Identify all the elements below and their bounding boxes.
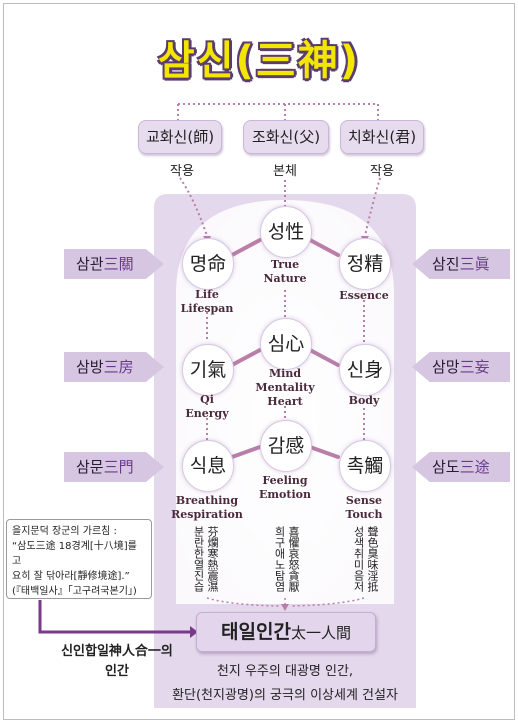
- vertical-text-left-han: 芬爛寒熱震濕: [206, 526, 219, 592]
- vertical-text-right-ko: 성색취미음저: [352, 526, 365, 592]
- union-arrowhead: [190, 626, 198, 638]
- side-tag-sambang: 삼방三房: [64, 352, 164, 382]
- node-gam: 감感: [260, 420, 312, 472]
- top-dotted-connector: [177, 103, 379, 120]
- quote-line-2: “삼도三途 18경계[十八境]를 고: [12, 541, 137, 567]
- inner-arch: [176, 200, 394, 604]
- quote-line-4: (『태백일사』「고구려국본기」): [12, 586, 137, 597]
- vertical-text-right-han: 聲色臭味淫抵: [366, 526, 379, 592]
- side-tag-sammang: 삼망三妄: [412, 352, 510, 382]
- role-label-right: 작용: [370, 164, 394, 179]
- union-arrow: [38, 600, 190, 634]
- union-label: 신인합일神人合一의 인간: [61, 644, 173, 679]
- vertical-text-left-ko: 분란한열진습: [192, 526, 205, 592]
- node-sin-eng: Body: [348, 394, 380, 407]
- side-tag-sammun: 삼문三門: [64, 452, 164, 482]
- vertical-dotted-lines: [206, 290, 365, 440]
- node-connections: [230, 238, 340, 459]
- side-tag-samdo: 삼도三途: [412, 452, 510, 482]
- taeil-box: 태일인간太一人間: [196, 612, 376, 652]
- node-sin: 신身: [339, 344, 391, 396]
- bottom-line-1: 천지 우주의 대광명 인간,: [216, 664, 354, 679]
- bottom-line-2: 환단(천지광명)의 궁극의 이상세계 건설자: [172, 688, 398, 703]
- node-sik: 식息: [182, 440, 234, 492]
- quote-box: 을지문덕 장군의 가르침 : “삼도三途 18경계[十八境]를 고 요히 잘 닦…: [6, 519, 152, 599]
- quote-line-3: 요히 잘 닦아라[靜修境途].”: [12, 571, 130, 582]
- page-title: 삼신(三神): [157, 38, 361, 84]
- god-box-chihwasin: 치화신(君): [340, 120, 424, 154]
- node-seong: 성性: [260, 206, 312, 258]
- god-box-johwasin: 조화신(父): [243, 120, 329, 154]
- role-label-left: 작용: [170, 164, 194, 179]
- node-chok: 촉觸: [339, 440, 391, 492]
- node-jeong: 정精: [339, 238, 391, 290]
- vertical-text-center-han: 喜懼哀怒貪厭: [287, 526, 300, 592]
- node-sim: 심心: [260, 318, 312, 370]
- god-box-gyohwasin: 교화신(師): [138, 120, 222, 154]
- side-tag-samjin: 삼진三眞: [412, 249, 510, 279]
- node-gi: 기氣: [182, 344, 234, 396]
- vertical-text-center-ko: 희구애노탐염: [273, 526, 286, 592]
- side-tag-samgwan: 삼관三關: [64, 249, 164, 279]
- node-jeong-eng: Essence: [339, 289, 389, 302]
- role-label-center: 본체: [273, 164, 297, 179]
- node-myeong: 명命: [182, 238, 234, 290]
- quote-line-1: 을지문덕 장군의 가르침 :: [12, 526, 117, 537]
- god-node-arrows: [179, 177, 381, 237]
- taeil-arrowhead: [281, 604, 289, 611]
